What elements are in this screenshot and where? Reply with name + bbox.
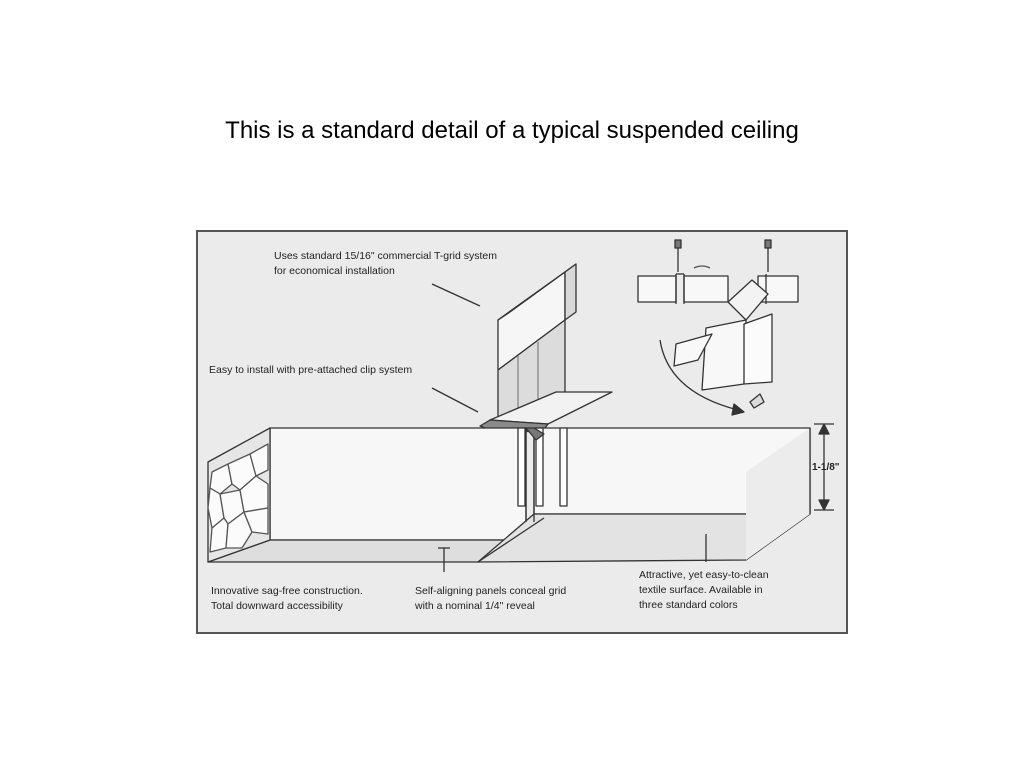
callout-sag-free: Innovative sag-free construction. Total … <box>211 585 363 612</box>
callout-self-aligning-panels: Self-aligning panels conceal grid with a… <box>415 585 567 612</box>
inset-drop-down-detail <box>637 239 799 416</box>
panel-reveal-slot-mid <box>535 427 544 507</box>
ceiling-detail-diagram: Uses standard 15/16" commercial T-grid s… <box>196 230 848 634</box>
callout-t-grid: Uses standard 15/16" commercial T-grid s… <box>274 250 497 277</box>
panel-reveal-slot-right <box>559 427 568 507</box>
panel-reveal-slot-left <box>517 427 526 507</box>
right-panel-end <box>746 428 810 560</box>
slide-title: This is a standard detail of a typical s… <box>225 117 799 144</box>
t-grid-channel-side <box>564 263 577 321</box>
reveal-line <box>477 517 545 563</box>
callout-clip-system: Easy to install with pre-attached clip s… <box>209 364 413 376</box>
callout-textile-surface: Attractive, yet easy-to-clean textile su… <box>639 569 769 611</box>
leader-tgrid <box>431 283 481 307</box>
dimension-label: 1-1/8" <box>812 462 840 473</box>
leader-clip <box>431 387 479 413</box>
left-panel-face <box>269 427 527 541</box>
ceiling-illustration <box>207 239 834 572</box>
